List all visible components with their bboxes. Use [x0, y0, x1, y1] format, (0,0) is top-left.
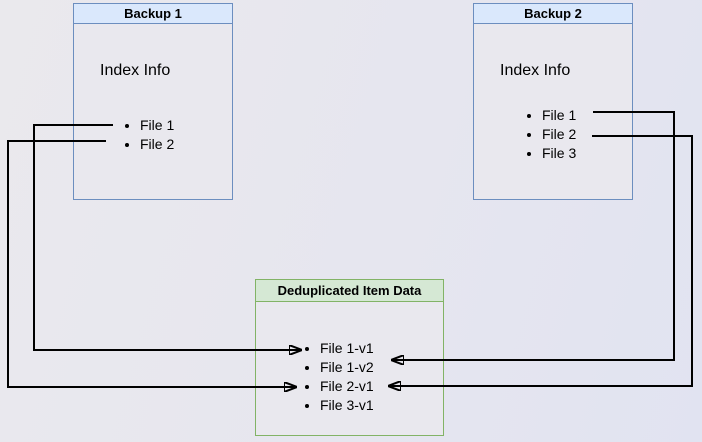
backup1-node: Backup 1 [73, 3, 233, 200]
list-item: File 1-v2 [320, 358, 374, 377]
dedup-title: Deduplicated Item Data [256, 280, 443, 302]
list-item: File 2-v1 [320, 377, 374, 396]
list-item: File 1 [542, 106, 576, 125]
backup1-title: Backup 1 [74, 4, 232, 24]
list-item: File 2 [542, 125, 576, 144]
backup1-subtitle: Index Info [100, 62, 171, 79]
backup2-file-list: File 1File 2File 3 [527, 106, 576, 163]
list-item: File 3-v1 [320, 396, 374, 415]
list-item: File 3 [542, 144, 576, 163]
list-item: File 1 [140, 116, 174, 135]
backup2-node: Backup 2 [473, 3, 633, 200]
list-item: File 2 [140, 135, 174, 154]
backup2-subtitle: Index Info [500, 62, 571, 79]
backup1-file-list: File 1File 2 [125, 116, 174, 154]
dedup-file-list: File 1-v1File 1-v2File 2-v1File 3-v1 [305, 339, 374, 415]
list-item: File 1-v1 [320, 339, 374, 358]
backup2-title: Backup 2 [474, 4, 632, 24]
